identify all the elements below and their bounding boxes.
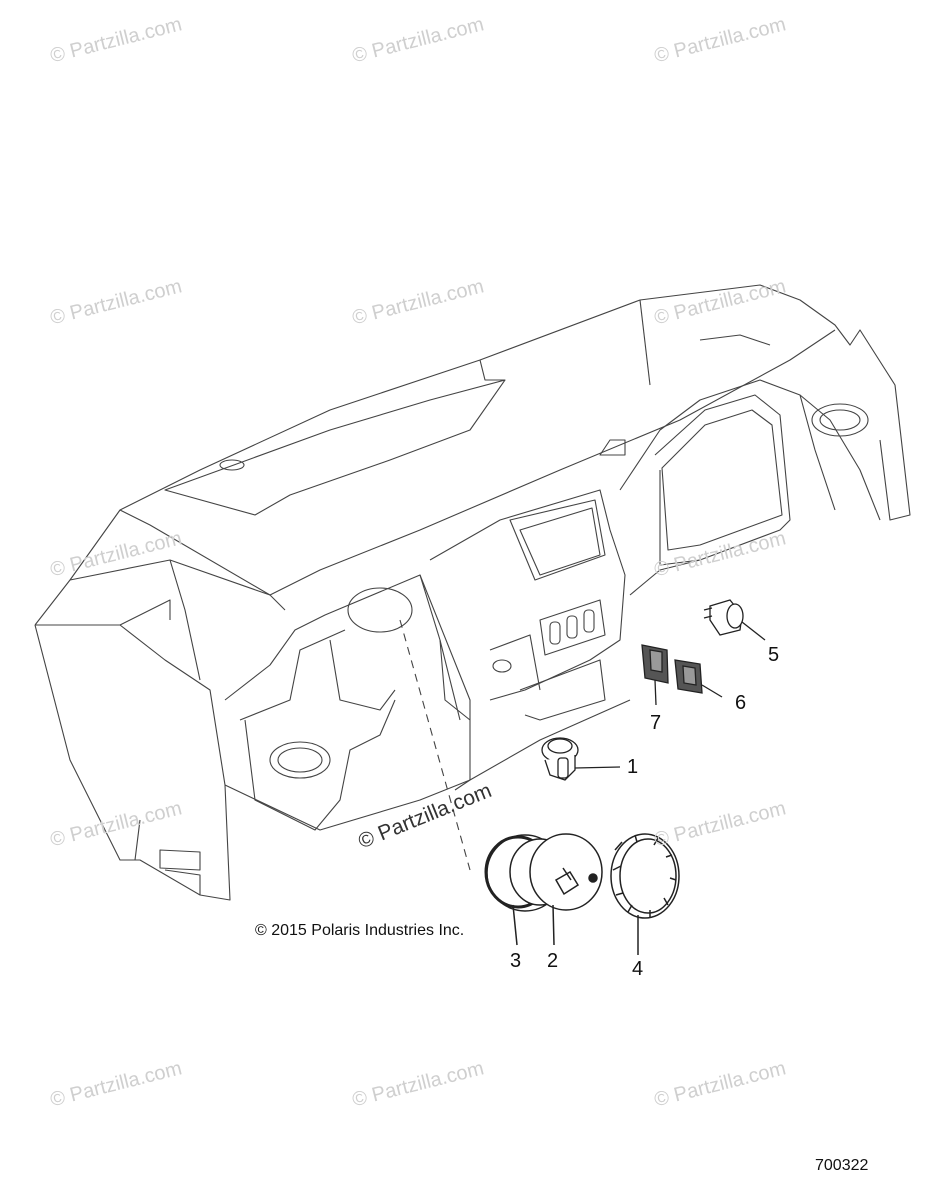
callout-7: 7 bbox=[650, 712, 662, 734]
callout-2: 2 bbox=[547, 950, 559, 972]
part-1-key-switch bbox=[541, 737, 621, 781]
dash-top-outline bbox=[34, 284, 911, 626]
part-2-3-gauge bbox=[484, 833, 603, 946]
dash-right-glovebox bbox=[619, 379, 881, 521]
callout-4: 4 bbox=[632, 958, 644, 980]
callout-1: 1 bbox=[627, 756, 639, 778]
copyright-text: © 2015 Polaris Industries Inc. bbox=[255, 922, 465, 939]
callout-6: 6 bbox=[735, 692, 747, 714]
dash-top-panel bbox=[164, 379, 506, 516]
part-5-switch bbox=[703, 599, 766, 641]
callout-3: 3 bbox=[510, 950, 522, 972]
figure-number: 700322 bbox=[815, 1157, 869, 1174]
dash-left-end bbox=[34, 624, 231, 901]
part-6-rocker-switch bbox=[674, 659, 723, 698]
callout-5: 5 bbox=[768, 644, 780, 666]
dash-center-console bbox=[429, 489, 626, 701]
part-4-bezel bbox=[610, 833, 680, 955]
part-7-rocker-switch bbox=[641, 644, 669, 706]
